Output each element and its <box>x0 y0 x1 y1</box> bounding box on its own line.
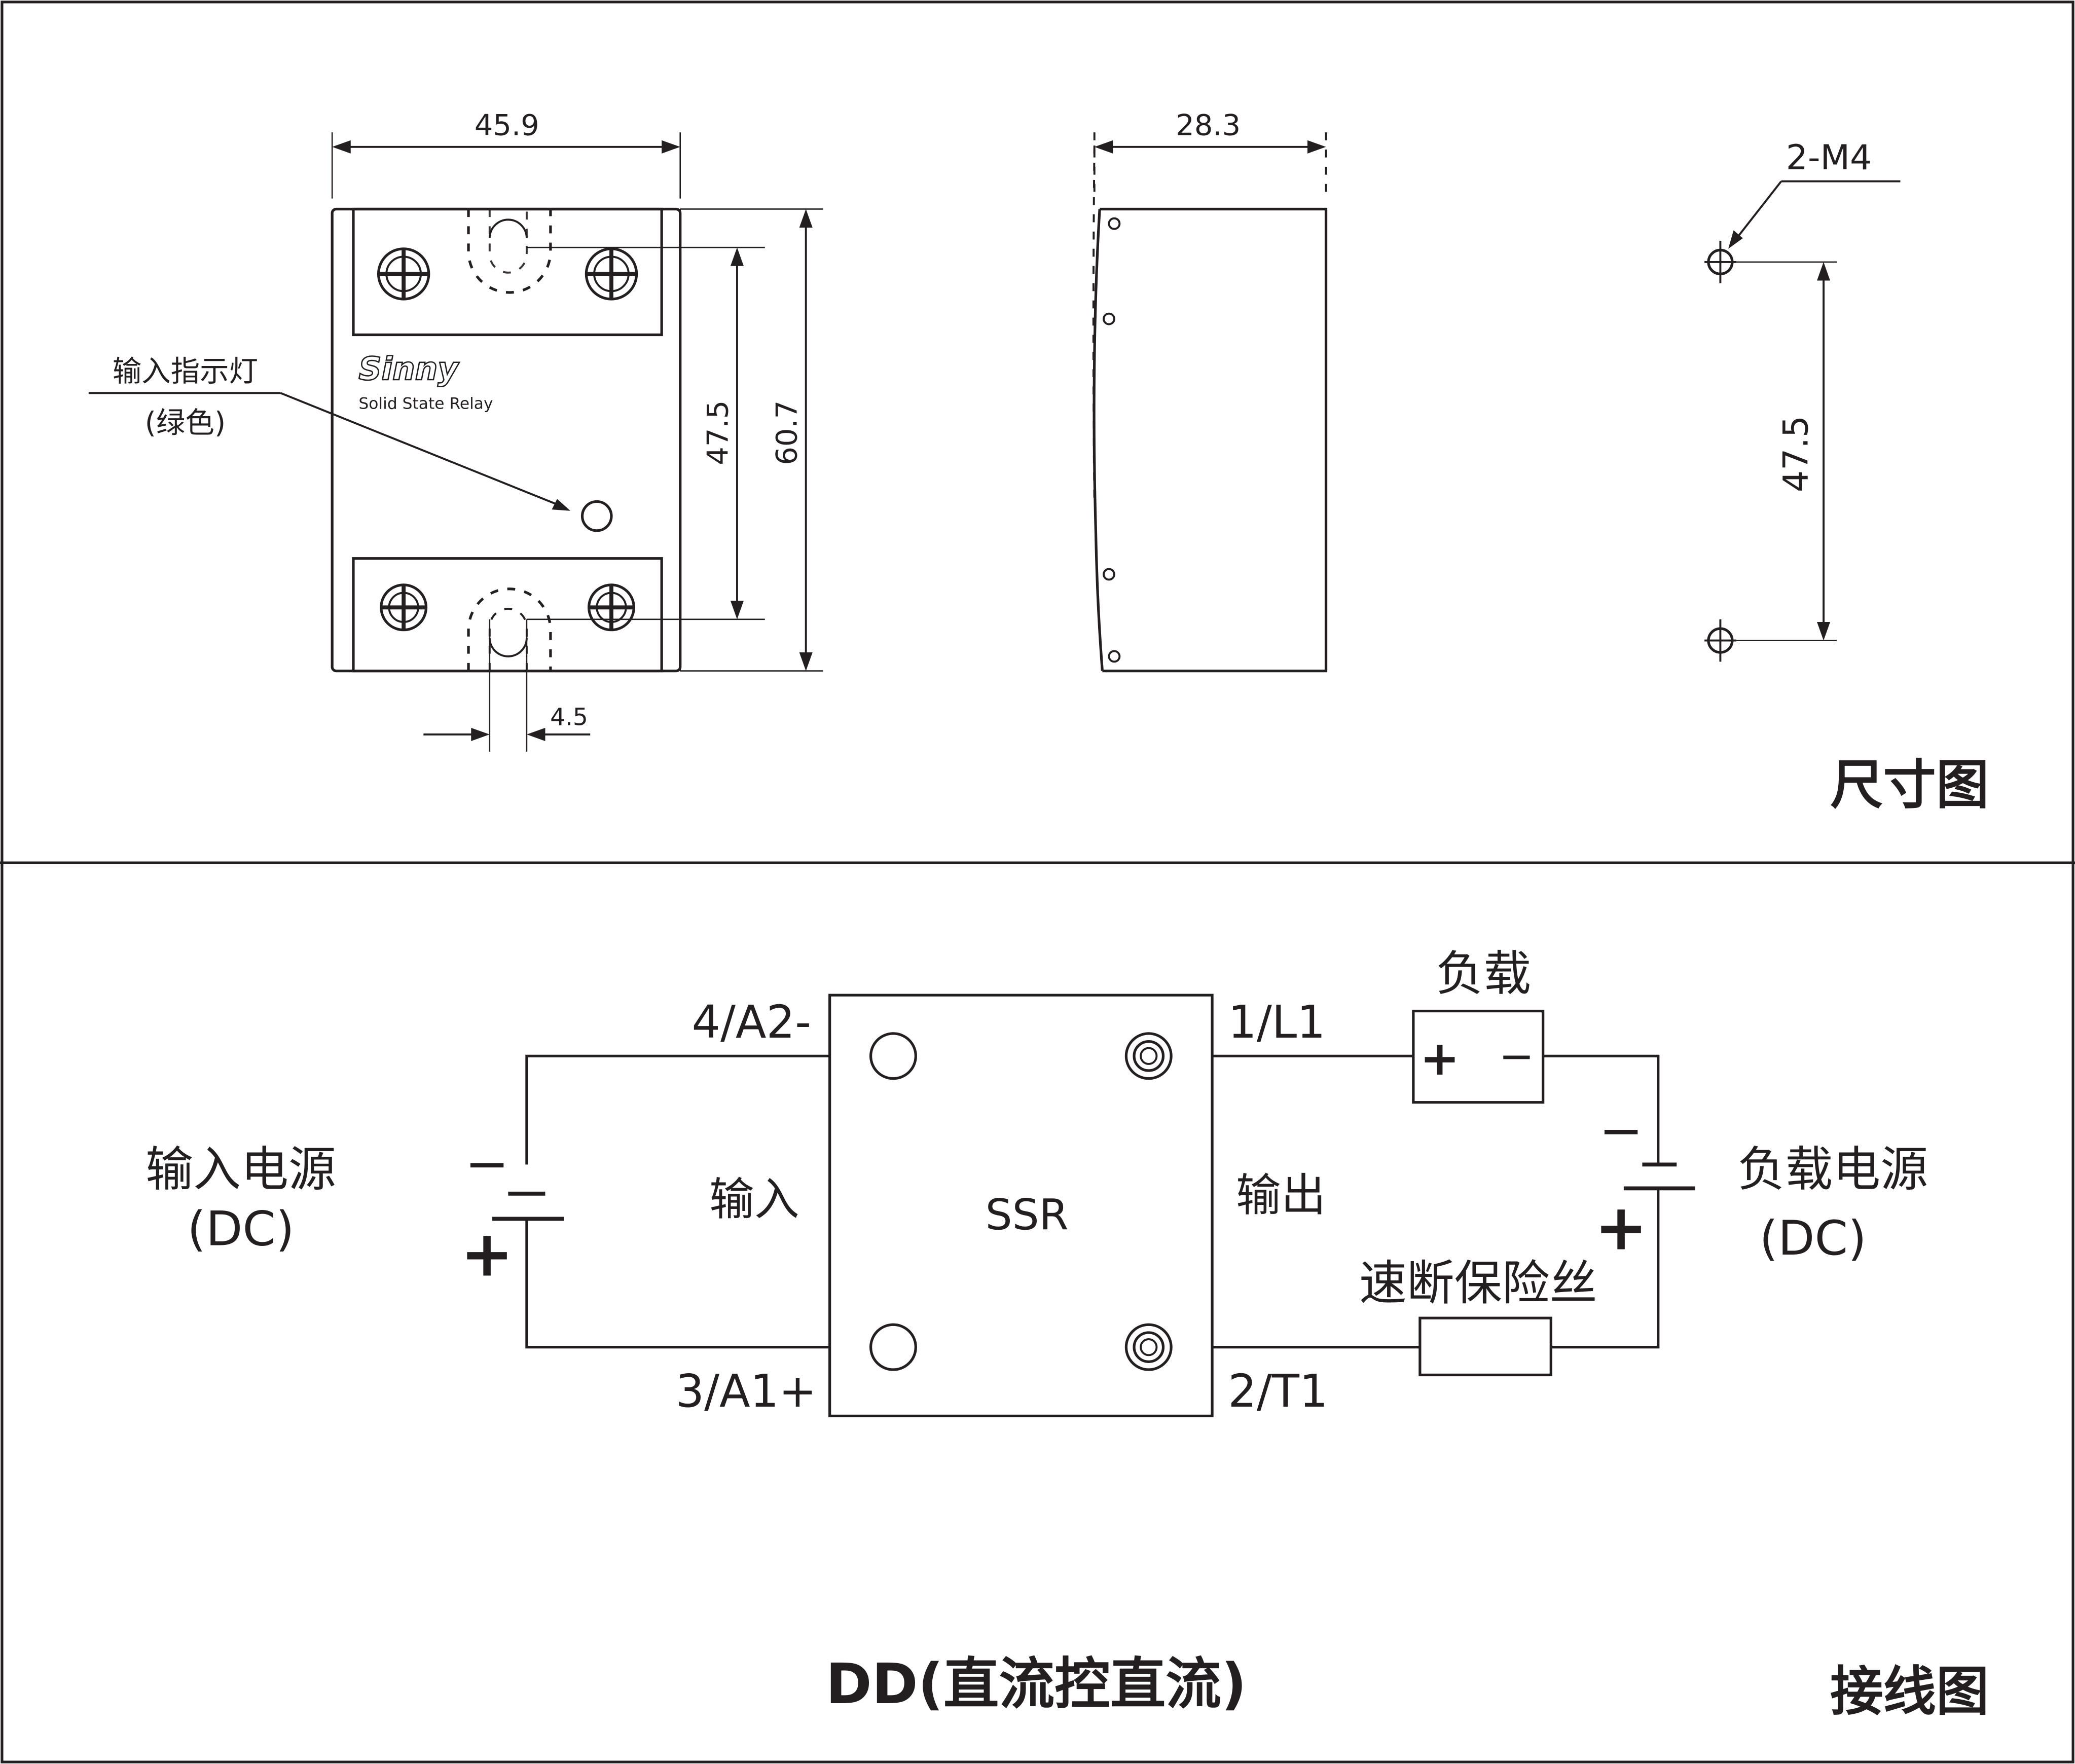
mounting-slot-top <box>467 209 552 294</box>
screw-icon <box>587 583 635 632</box>
mounting-slot-bottom <box>467 587 552 671</box>
hole-spacing-dimension: 47.5 <box>701 400 735 465</box>
terminal-1-label: 1/L1 <box>1228 996 1325 1048</box>
input-supply-label: 输入电源 <box>145 1142 336 1197</box>
mounting-hole-icon <box>1704 619 1736 662</box>
terminal-3-label: 3/A1+ <box>676 1365 817 1417</box>
top-terminal-block <box>352 207 663 337</box>
fuse-label: 速断保险丝 <box>1359 1256 1597 1311</box>
indicator-label: 输入指示灯 <box>113 354 258 388</box>
terminal-2-label: 2/T1 <box>1228 1365 1328 1417</box>
indicator-color-note: (绿色) <box>145 406 226 440</box>
input-minus-sign: − <box>465 1132 509 1194</box>
load-plus-sign: + <box>1420 1031 1460 1086</box>
output-circuit: + − 负载 − + 负载电源 (DC) 速断保险丝 <box>1212 946 1928 1377</box>
load-minus-sign: − <box>1499 1031 1534 1081</box>
side-body-outline <box>1100 207 1328 673</box>
screw-icon <box>377 247 430 301</box>
mounting-hole-pattern: 47.5 2-M4 <box>1704 138 1901 662</box>
input-side-label: 输入 <box>709 1173 799 1226</box>
terminal-icon <box>1124 1032 1173 1080</box>
load-label: 负载 <box>1436 946 1531 1002</box>
load-supply-label: 负载电源 <box>1737 1142 1928 1197</box>
terminal-icon <box>1124 1323 1173 1371</box>
terminal-icon <box>869 1032 917 1080</box>
input-indicator-led <box>580 500 613 532</box>
wiring-caption: DD(直流控直流) <box>826 1651 1247 1716</box>
input-supply-type: (DC) <box>187 1202 294 1257</box>
input-circuit: − + 输入电源 (DC) <box>145 1054 830 1349</box>
load-supply-type: (DC) <box>1760 1211 1867 1266</box>
bottom-terminal-block <box>352 557 663 673</box>
load-supply-plus-sign: + <box>1594 1190 1648 1264</box>
width-dimension: 45.9 <box>475 108 539 142</box>
mounting-hole-icon <box>1704 241 1736 283</box>
ssr-block <box>828 994 1214 1418</box>
front-view: Sinny Solid State Relay 输入指示灯 (绿色) 45.9 … <box>88 108 823 752</box>
screw-icon <box>380 583 428 632</box>
height-dimension: 60.7 <box>770 400 804 465</box>
depth-dimension: 28.3 <box>1176 108 1241 142</box>
side-view: 28.3 <box>1092 108 1328 673</box>
load-supply-minus-sign: − <box>1599 1099 1643 1161</box>
input-plus-sign: + <box>460 1217 514 1291</box>
terminal-icon <box>869 1323 917 1371</box>
brand-subtitle: Solid State Relay <box>358 395 493 413</box>
dimension-section: Sinny Solid State Relay 输入指示灯 (绿色) 45.9 … <box>88 108 1989 816</box>
dimension-section-title: 尺寸图 <box>1830 754 1989 816</box>
wiring-section-title: 接线图 <box>1830 1661 1989 1722</box>
output-side-label: 输出 <box>1236 1169 1326 1222</box>
slot-width-dimension: 4.5 <box>550 704 588 731</box>
terminal-4-label: 4/A2- <box>692 996 812 1048</box>
mount-spacing-dimension: 47.5 <box>1776 416 1816 492</box>
brand-logo: Sinny <box>358 350 460 387</box>
screw-icon <box>585 247 638 301</box>
fuse-box <box>1418 1316 1552 1377</box>
leader-arrow-icon <box>552 499 571 511</box>
mount-hole-spec: 2-M4 <box>1786 138 1872 178</box>
wiring-section: SSR 4/A2- 3/A1+ 1/L1 2/T1 输入 输出 − + <box>145 946 1989 1722</box>
ssr-label: SSR <box>986 1190 1069 1239</box>
